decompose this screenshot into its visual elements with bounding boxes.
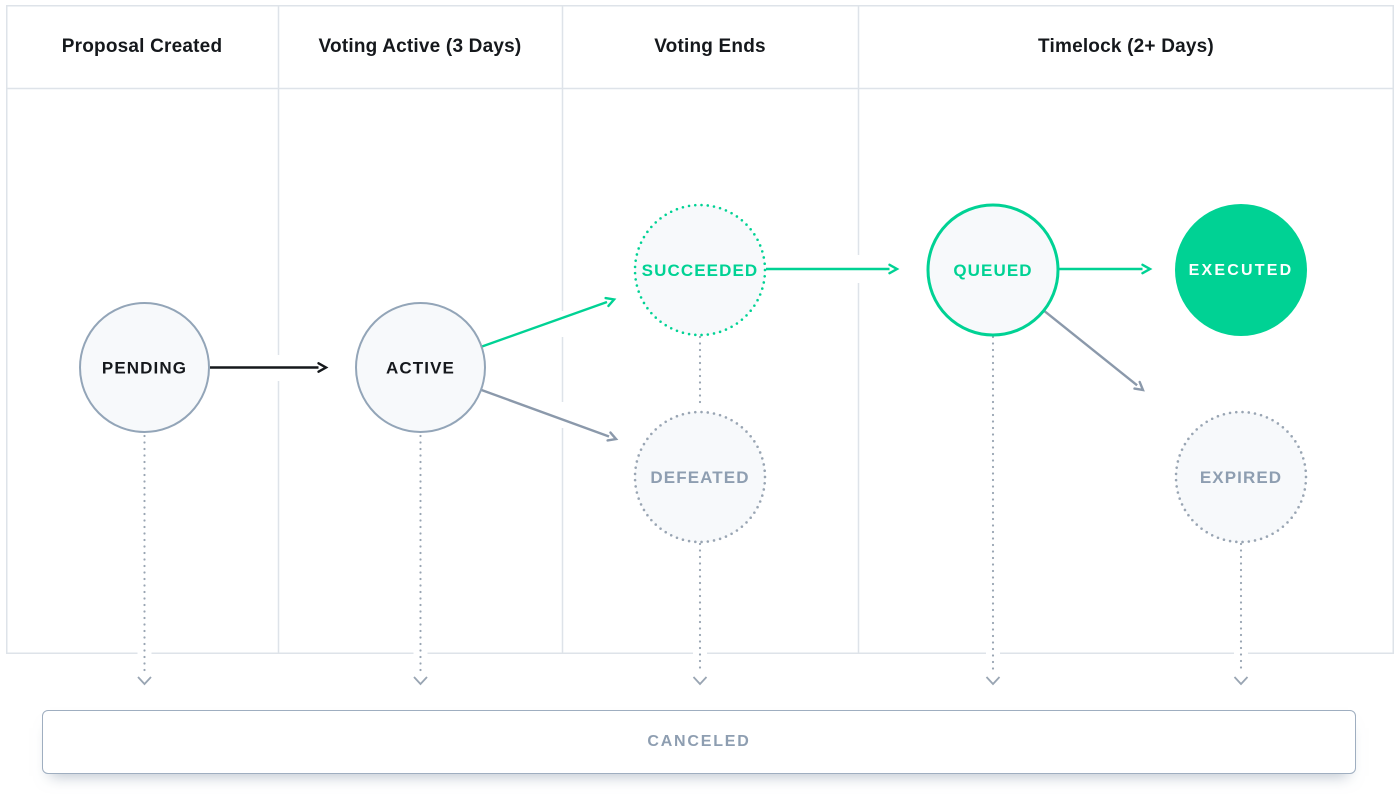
state-label-active: ACTIVE — [386, 359, 455, 378]
chevron-down-icon — [413, 676, 428, 686]
state-circle-defeated — [633, 410, 767, 544]
chevron-down-icon — [137, 676, 152, 686]
header-column-proposal-created: Proposal Created — [61, 36, 223, 57]
canceled-state-bar: CANCELED — [42, 710, 1356, 774]
canceled-label: CANCELED — [647, 733, 751, 750]
state-label-pending: PENDING — [102, 359, 187, 378]
state-label-expired: EXPIRED — [1200, 468, 1282, 487]
chevron-down-icon — [692, 676, 708, 686]
header-column-voting-active: Voting Active (3 Days) — [318, 36, 522, 57]
state-label-executed: EXECUTED — [1189, 262, 1294, 279]
state-label-succeeded: SUCCEEDED — [642, 261, 759, 280]
arrow-active-to-succeeded — [481, 296, 617, 348]
header-column-timelock: Timelock (2+ Days) — [1038, 36, 1214, 57]
chevron-down-icon — [1233, 676, 1249, 686]
state-circle-succeeded — [633, 203, 767, 337]
state-circle-active — [355, 302, 486, 433]
state-label-queued: QUEUED — [953, 261, 1032, 280]
state-circle-executed — [1175, 204, 1307, 336]
chevron-down-icon — [985, 676, 1001, 686]
arrow-queued-to-expired — [1043, 309, 1145, 392]
arrow-active-to-defeated — [481, 388, 619, 442]
state-circle-queued — [926, 203, 1060, 337]
header-column-voting-ends: Voting Ends — [654, 36, 766, 57]
state-label-defeated: DEFEATED — [650, 468, 749, 487]
state-circle-pending — [79, 302, 210, 433]
state-circle-expired — [1174, 410, 1308, 544]
